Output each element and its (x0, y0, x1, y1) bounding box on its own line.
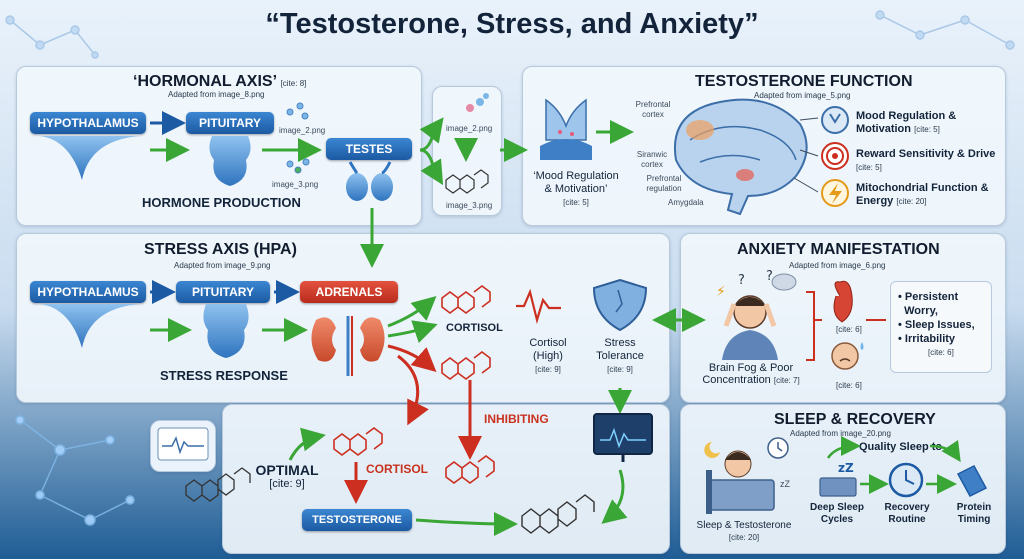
function-item-reward: Reward Sensitivity & Drive [cite: 5] (856, 148, 996, 172)
testosterone-box: TESTOSTERONE (302, 509, 412, 531)
mini-image-2-label: image_2.png (446, 124, 493, 133)
testosterone-function-source: Adapted from image_5.png (754, 91, 851, 100)
sleep-source: Adapted from image_20.png (790, 429, 891, 438)
stress-pituitary-box: PITUITARY (176, 281, 270, 303)
mood-regulation-caption: ‘Mood Regulation & Motivation’ [cite: 5] (533, 170, 619, 207)
stress-axis-title: STRESS AXIS (HPA) (144, 241, 297, 258)
quality-sleep-label: Quality Sleep to (859, 441, 943, 453)
stress-axis-panel (16, 233, 670, 403)
hormonal-axis-cite: [cite: 8] (280, 79, 307, 88)
symptom-list (890, 281, 992, 373)
hypothalamus-box: HYPOTHALAMUS (30, 112, 146, 134)
optimal-label: OPTIMAL [cite: 9] (255, 462, 319, 490)
function-item-mitochondrial: Mitochondrial Function & Energy [cite: 2… (856, 182, 989, 207)
testosterone-function-title: TESTOSTERONE FUNCTION (695, 73, 913, 90)
hormonal-axis-source: Adapted from image_8.png (168, 90, 265, 99)
cortisol-high-label: Cortisol(High) [cite: 9] (529, 337, 567, 374)
symptom-list-items: • Persistent Worry, • Sleep Issues, • Ir… (898, 291, 975, 357)
testes-box: TESTES (326, 138, 412, 160)
pituitary-box: PITUITARY (186, 112, 274, 134)
hormone-production-caption: HORMONE PRODUCTION (142, 195, 301, 210)
brain-label-amygdala: Amygdala (668, 198, 704, 207)
adrenals-box: ADRENALS (300, 281, 398, 303)
monitor-panel (150, 420, 216, 472)
stress-response-caption: STRESS RESPONSE (160, 368, 288, 383)
anxiety-title: ANXIETY MANIFESTATION (737, 241, 940, 258)
function-item-mood: Mood Regulation & Motivation [cite: 5] (856, 110, 957, 135)
heart-cite: [cite: 6] (836, 325, 862, 334)
image-2-label: image_2.png (279, 126, 326, 135)
molecule-mini-panel (432, 86, 502, 216)
brain-fog-caption: Brain Fog & Poor Concentration [cite: 7] (702, 362, 800, 386)
inhibiting-label: INHIBITING (484, 412, 549, 426)
stress-axis-source: Adapted from image_9.png (174, 261, 271, 270)
anxiety-source: Adapted from image_6.png (789, 261, 886, 270)
face-cite: [cite: 6] (836, 381, 862, 390)
sleep-testosterone-caption: Sleep & Testosterone [cite: 20] (696, 520, 792, 542)
image-3-label: image_3.png (272, 180, 319, 189)
cortisol-label: CORTISOL (446, 322, 503, 334)
sleep-title: SLEEP & RECOVERY (774, 411, 936, 428)
hormonal-axis-title: ‘HORMONAL AXIS’ [cite: 8] (133, 73, 307, 90)
page-title: “Testosterone, Stress, and Anxiety” (265, 8, 759, 40)
stress-hypothalamus-box: HYPOTHALAMUS (30, 281, 146, 303)
mini-image-3-label: image_3.png (446, 201, 493, 210)
bottom-cortisol-label: CORTISOL (366, 462, 428, 476)
zz-label: zZ (780, 479, 790, 489)
